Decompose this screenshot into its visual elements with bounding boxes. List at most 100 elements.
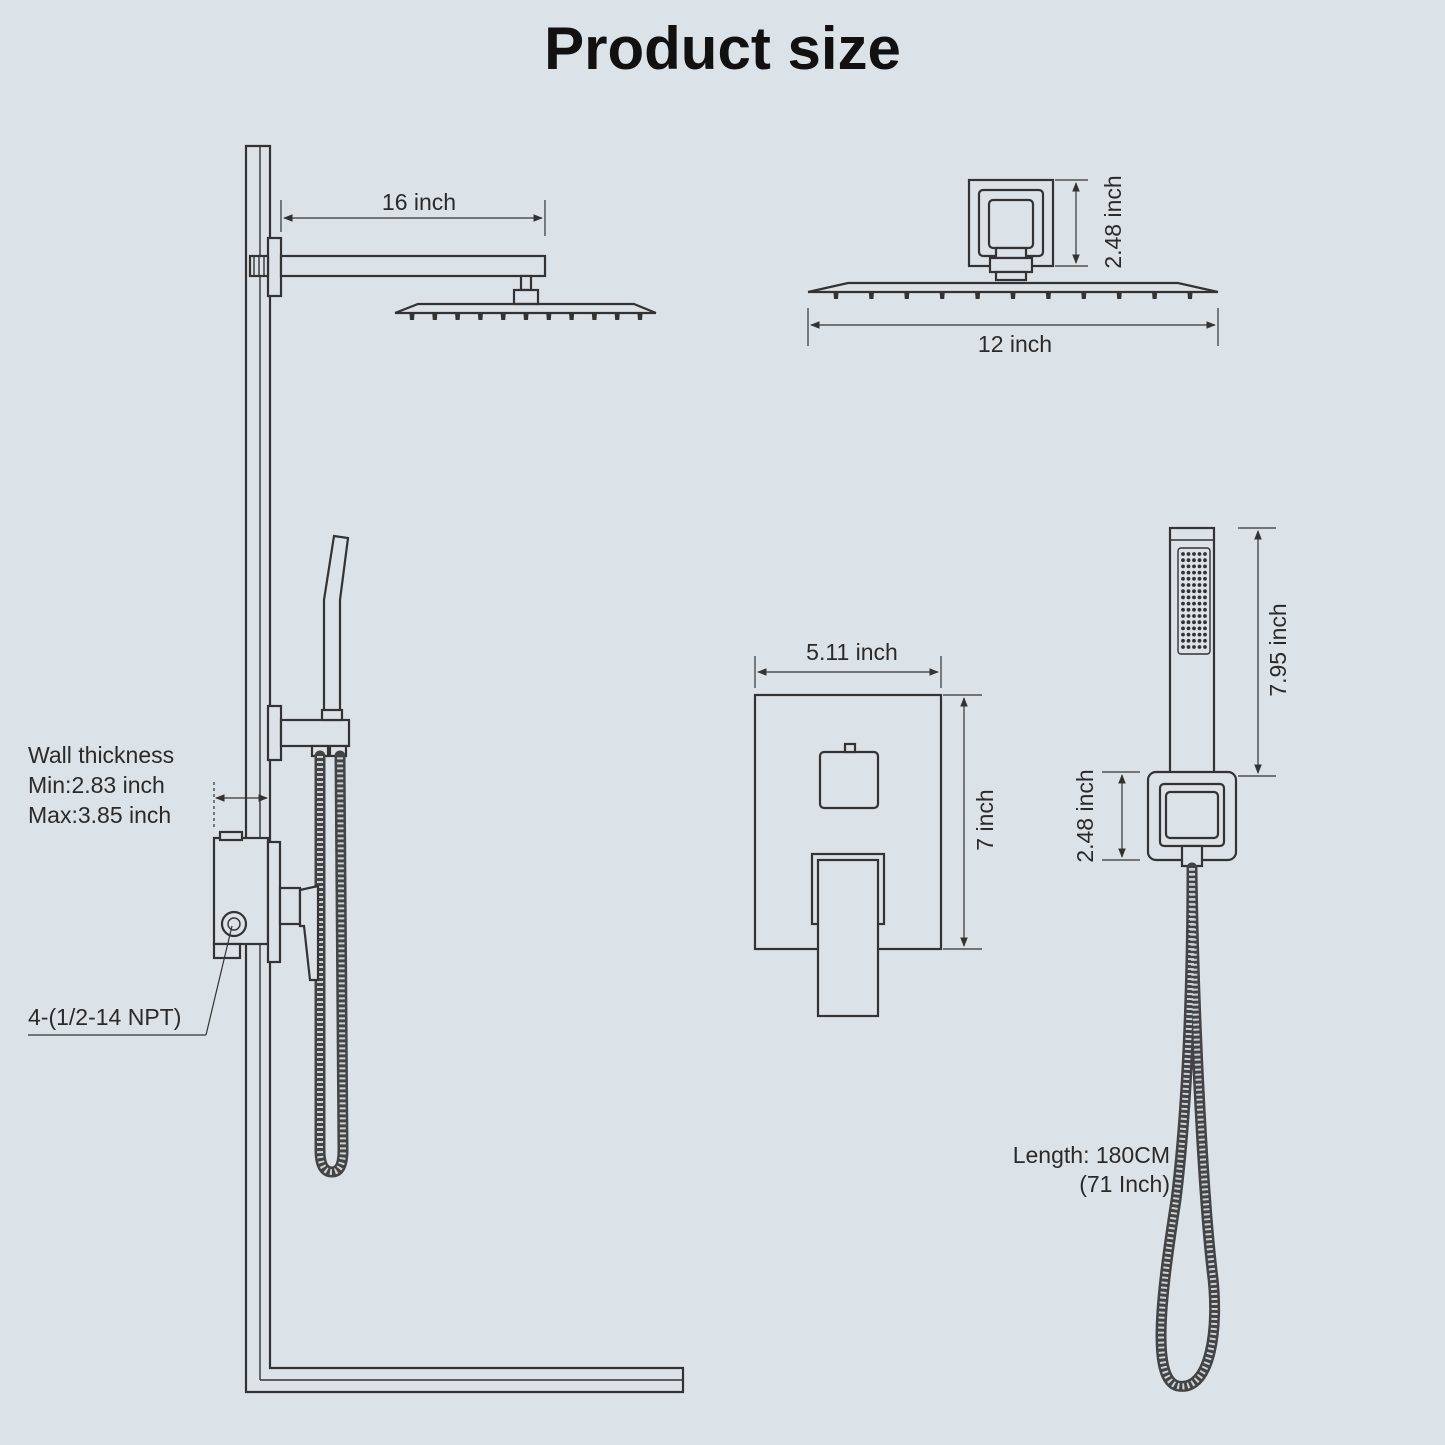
valve-body [212,830,320,982]
spray-dot [1203,564,1207,569]
spray-dot [1192,552,1196,556]
holder-height-dimension: 2.48 inch [1072,769,1140,863]
head-height-label: 2.48 inch [1100,175,1126,268]
nozzle [975,293,981,299]
spray-dot [1203,595,1207,600]
wall-holder-front [1146,770,1238,868]
spray-dot [1186,589,1191,594]
spray-dot [1192,620,1196,625]
spray-dot [1186,552,1191,556]
spray-dot [1203,552,1207,556]
nozzle [569,314,575,320]
nozzle [1152,293,1158,299]
spray-dot [1203,626,1207,631]
plate-height-label: 7 inch [972,789,998,850]
spray-dot [1197,570,1202,575]
nozzle [1116,293,1122,299]
rain-shower-head-front [807,178,1219,299]
spray-dot [1186,626,1191,631]
spray-dot [1181,638,1185,643]
spray-dot [1197,583,1202,587]
spray-dot [1197,614,1202,618]
nozzle [455,314,461,320]
spray-dot [1181,607,1185,612]
nozzle [614,314,620,320]
spray-dot [1181,558,1185,563]
nozzle [939,293,945,299]
spray-dot [1192,564,1196,569]
spray-dot [1186,564,1191,569]
spray-dot [1181,614,1185,618]
spray-dot [1192,607,1196,612]
spray-dot [1186,645,1191,649]
spray-dot [1181,552,1185,556]
spray-dot [1197,552,1202,556]
spray-dot [1186,620,1191,625]
spray-dot [1192,570,1196,575]
hose-side [314,750,349,1178]
valve-trim-plate [753,693,943,1018]
nozzle [477,314,483,320]
spray-dot [1181,632,1185,637]
spray-dot [1181,564,1185,569]
handheld-shower-side [266,534,351,762]
wall-thickness-title: Wall thickness [28,742,174,768]
rain-shower-head-side [394,302,657,320]
wall-outline [244,144,685,1394]
spray-dot [1197,638,1202,643]
spray-dot [1181,626,1185,631]
spray-dot [1203,620,1207,625]
nozzle [868,293,874,299]
nozzle [1187,293,1193,299]
spray-dot [1186,607,1191,612]
spray-dot [1197,607,1202,612]
spray-dot [1192,614,1196,618]
plate-height-dimension: 7 inch [943,694,998,950]
wall-thickness-dimension: Wall thickness Min:2.83 inch Max:3.85 in… [28,742,268,830]
page-title: Product size [544,15,901,82]
plate-width-label: 5.11 inch [806,639,898,665]
spray-dot [1186,638,1191,643]
npt-label: 4-(1/2-14 NPT) [28,1004,181,1030]
spray-dot [1186,595,1191,600]
spray-dot [1192,645,1196,649]
spray-dot [1181,570,1185,575]
nozzle [1045,293,1051,299]
spray-dot [1181,589,1185,594]
spray-dot [1203,558,1207,563]
wall-thickness-min: Min:2.83 inch [28,772,165,798]
spray-dot [1197,626,1202,631]
hose-length-line-1: Length: 180CM [1013,1142,1170,1168]
spray-dot [1203,576,1207,581]
spray-dot [1203,570,1207,575]
nozzle [591,314,597,320]
spray-dot [1192,583,1196,587]
npt-callout: 4-(1/2-14 NPT) [28,925,233,1036]
spray-dot [1181,601,1185,606]
spray-dot [1197,589,1202,594]
spray-dot [1181,583,1185,587]
spray-dot [1197,601,1202,606]
head-height-dimension: 2.48 inch [1055,175,1126,269]
spray-dot [1186,601,1191,606]
hose-length-callout: Length: 180CM (71 Inch) [1013,1142,1170,1197]
spray-dot [1197,576,1202,581]
spray-dot [1186,614,1191,618]
spray-dot [1192,601,1196,606]
hose-front [1155,862,1221,1392]
spray-dot [1186,632,1191,637]
nozzle [637,314,643,320]
head-width-dimension: 12 inch [807,308,1219,357]
spray-dot [1203,614,1207,618]
spray-dot [1203,645,1207,649]
spray-dot [1203,607,1207,612]
nozzle [409,314,415,320]
spray-dot [1192,576,1196,581]
spray-dot [1186,583,1191,587]
spray-dot [1197,632,1202,637]
spray-dot [1203,583,1207,587]
nozzle [904,293,910,299]
spray-dot [1197,595,1202,600]
spray-dot [1192,589,1196,594]
